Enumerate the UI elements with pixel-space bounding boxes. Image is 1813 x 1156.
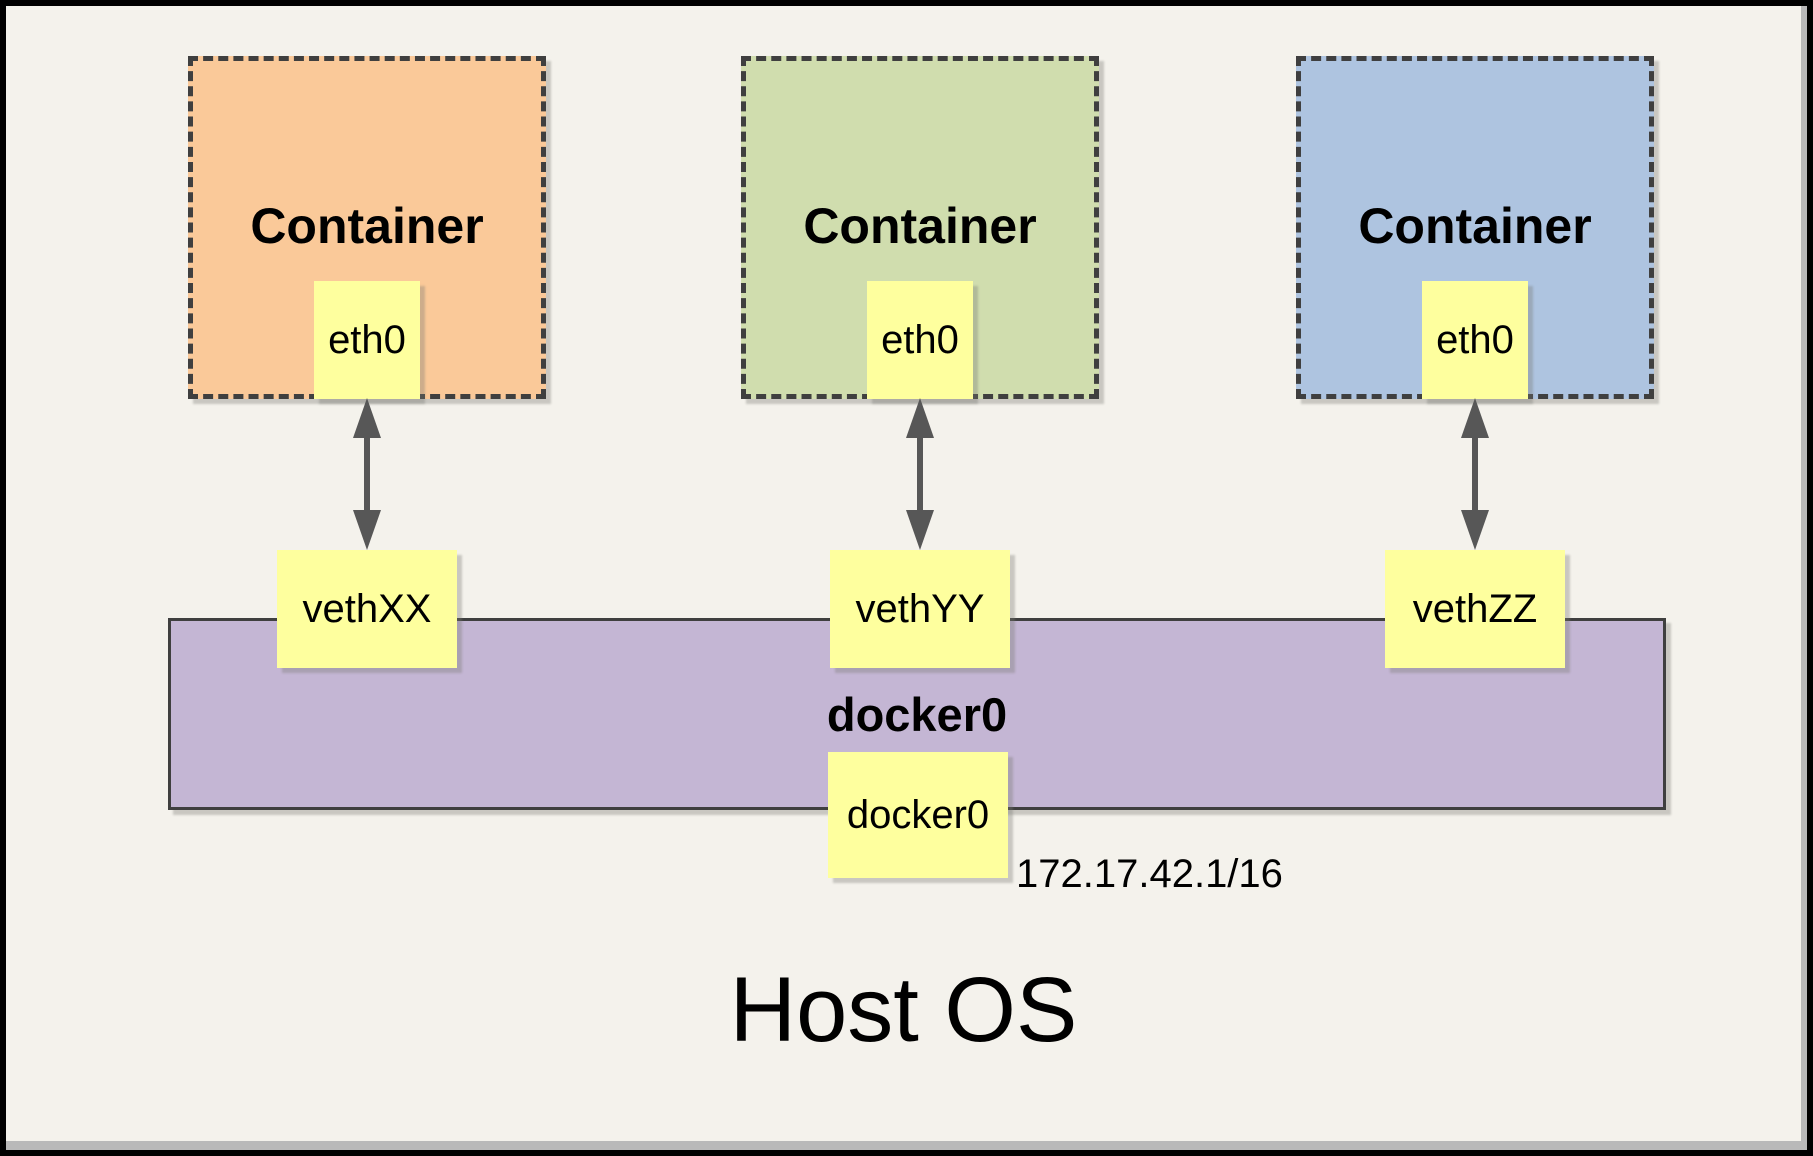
veth-label: vethZZ [1412, 586, 1538, 631]
container-box-2: Container eth0 [741, 56, 1099, 399]
eth0-label: eth0 [328, 317, 406, 362]
veth-interface-box-vethxx: vethXX [277, 550, 457, 668]
bridge-title: docker0 [826, 688, 1008, 741]
veth-interface-box-vethzz: vethZZ [1385, 550, 1565, 668]
veth-interface-box-vethyy: vethYY [830, 550, 1010, 668]
eth0-interface-box: eth0 [314, 281, 420, 399]
docker0-interface-box: docker0 [828, 752, 1008, 878]
container-title: Container [1358, 198, 1592, 254]
docker0-interface-label: docker0 [846, 792, 990, 837]
container-title: Container [250, 198, 484, 254]
container-box-3: Container eth0 [1296, 56, 1654, 399]
container-title: Container [803, 198, 1037, 254]
veth-label: vethXX [302, 586, 432, 631]
veth-label: vethYY [855, 586, 985, 631]
host-os-label: Host OS [729, 959, 1078, 1061]
eth0-label: eth0 [881, 317, 959, 362]
bridge-ip-label: 172.17.42.1/16 [1016, 852, 1283, 896]
container-box-1: Container eth0 [188, 56, 546, 399]
veth-arrow-2 [906, 398, 934, 550]
veth-arrow-1 [353, 398, 381, 550]
eth0-interface-box: eth0 [1422, 281, 1528, 399]
eth0-interface-box: eth0 [867, 281, 973, 399]
veth-arrow-3 [1461, 398, 1489, 550]
eth0-label: eth0 [1436, 317, 1514, 362]
diagram-canvas: Container eth0 Container eth0 Container … [6, 6, 1801, 1141]
